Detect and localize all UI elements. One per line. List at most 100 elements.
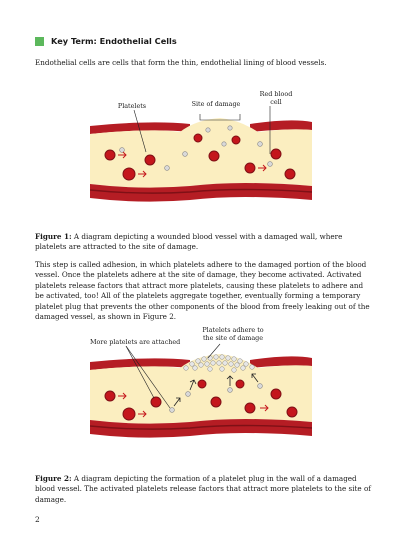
platelet — [227, 387, 233, 393]
platelet — [185, 391, 191, 397]
red-cell — [144, 154, 156, 166]
platelet — [227, 125, 233, 131]
platelet — [257, 383, 263, 389]
leader-line — [125, 345, 155, 399]
leader-line — [125, 345, 171, 409]
flow-arrow-icon — [118, 151, 127, 159]
label-more-platelets: More platelets are attached — [90, 338, 190, 346]
leader-line — [133, 109, 147, 153]
platelet — [210, 360, 216, 366]
vessel-lumen — [90, 118, 312, 188]
vessel-top-wall-left — [90, 122, 190, 134]
flow-arrow-icon — [258, 164, 267, 172]
red-cell — [208, 150, 220, 162]
arrow-icon — [173, 397, 181, 407]
arrow-icon — [189, 379, 197, 391]
platelet — [219, 354, 225, 360]
vessel-top-wall-right — [250, 356, 312, 368]
platelets-group — [169, 383, 263, 413]
leader-lines — [125, 343, 221, 409]
red-cell — [244, 162, 256, 174]
flow-arrow-icon — [138, 410, 147, 418]
platelet — [257, 141, 263, 147]
key-term-marker-icon — [35, 36, 44, 46]
red-cell — [197, 379, 207, 389]
flow-arrows — [118, 151, 267, 178]
red-cell — [244, 402, 256, 414]
attraction-arrows — [173, 373, 259, 407]
platelet — [249, 364, 255, 370]
leader-line — [207, 343, 221, 359]
platelet — [231, 356, 237, 362]
flow-arrow-icon — [138, 170, 147, 178]
red-cell — [193, 133, 203, 143]
figure-2-caption-text: A diagram depicting the formation of a p… — [35, 474, 371, 504]
platelet — [207, 366, 213, 372]
key-term-label: Key Term: Endothelial Cells — [51, 36, 177, 46]
red-cells-group — [104, 379, 298, 421]
red-cell — [235, 379, 245, 389]
platelet — [119, 147, 125, 153]
label-red-blood-cell: Red blood cell — [257, 90, 295, 106]
red-cell — [270, 148, 282, 160]
platelet — [183, 365, 189, 371]
platelet — [267, 161, 273, 167]
figure-1-diagram: Platelets Site of damage Red blood cell — [90, 88, 312, 220]
platelet — [204, 361, 210, 367]
flow-arrows — [118, 392, 269, 418]
figure-1-caption: Figure 1: A diagram depicting a wounded … — [35, 232, 373, 253]
platelet — [240, 365, 246, 371]
label-platelets: Platelets — [112, 102, 152, 110]
vessel-bottom-wall — [90, 183, 312, 202]
platelet — [213, 354, 219, 360]
figure-2-caption: Figure 2: A diagram depicting the format… — [35, 474, 373, 505]
figure-1-caption-prefix: Figure 1: — [35, 232, 72, 241]
platelet — [243, 361, 249, 367]
figure-2-caption-prefix: Figure 2: — [35, 474, 72, 483]
damage-bracket — [199, 114, 241, 121]
platelets-group — [119, 125, 273, 171]
platelet — [219, 366, 225, 372]
platelet — [237, 358, 243, 364]
platelet — [231, 367, 237, 373]
figure-2-diagram: More platelets are attached Platelets ad… — [90, 324, 312, 464]
leader-lines — [133, 106, 271, 154]
red-cell — [210, 396, 222, 408]
platelet — [222, 360, 228, 366]
platelet — [164, 165, 170, 171]
red-cells-group — [104, 133, 296, 181]
platelet — [169, 407, 175, 413]
figure-1-caption-text: A diagram depicting a wounded blood vess… — [35, 232, 343, 252]
label-platelets-adhere: Platelets adhere to the site of damage — [200, 326, 266, 342]
vessel-top-wall-right — [250, 120, 312, 132]
red-cell — [286, 406, 298, 418]
red-cell — [104, 390, 116, 402]
platelet — [198, 362, 204, 368]
red-cell — [284, 168, 296, 180]
platelet — [221, 141, 227, 147]
red-cell — [104, 149, 116, 161]
platelet — [228, 361, 234, 367]
page-number: 2 — [35, 515, 40, 524]
label-site-of-damage: Site of damage — [186, 100, 246, 108]
red-cell — [270, 388, 282, 400]
platelet — [182, 151, 188, 157]
body-paragraph: This step is called adhesion, in which p… — [35, 260, 370, 322]
vessel-bottom-wall-line — [90, 188, 312, 194]
key-term-heading: Key Term: Endothelial Cells — [35, 36, 177, 46]
platelet — [195, 358, 201, 364]
red-cell — [150, 396, 162, 408]
red-cell — [122, 167, 136, 181]
platelet — [207, 355, 213, 361]
platelet-plug — [183, 354, 255, 373]
platelet — [205, 127, 211, 133]
vessel-bottom-wall-line — [90, 424, 312, 430]
platelet — [192, 365, 198, 371]
platelet — [201, 356, 207, 362]
arrow-icon — [226, 375, 234, 386]
vessel-top-wall-left — [90, 358, 190, 370]
platelet — [216, 360, 222, 366]
arrow-icon — [251, 373, 259, 383]
platelet — [225, 355, 231, 361]
